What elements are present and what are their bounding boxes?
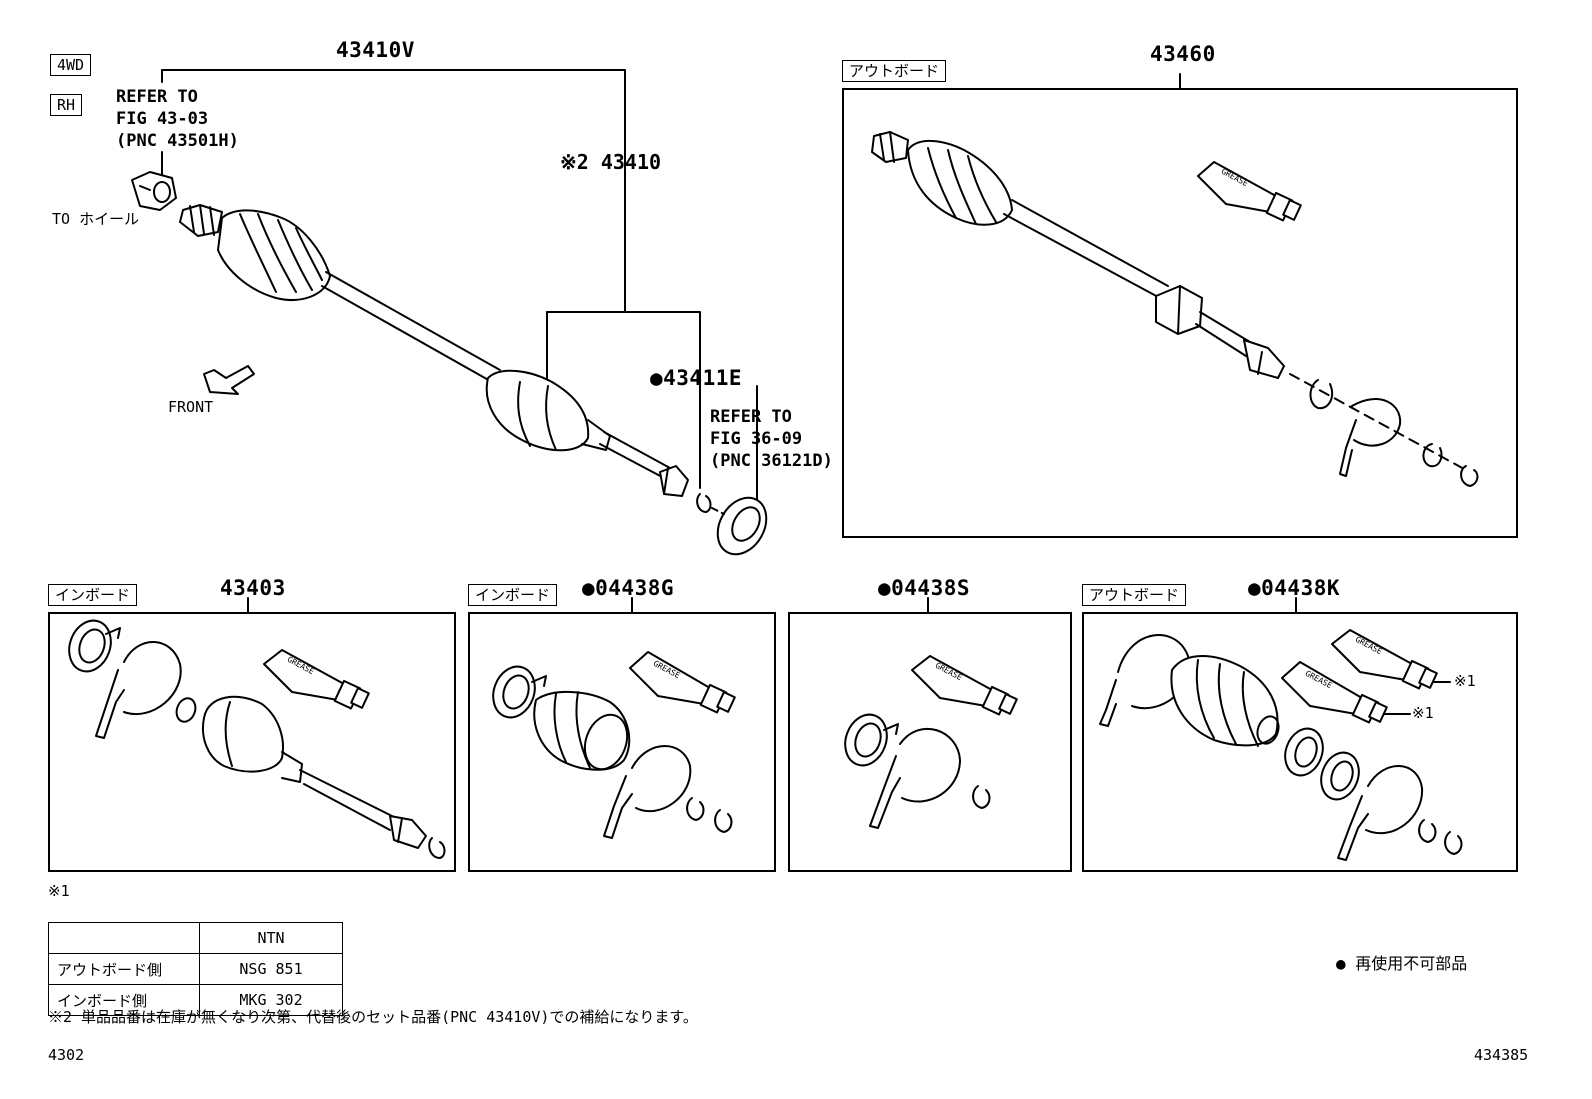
- footer-figure-number: 4302: [48, 1046, 85, 1064]
- ref-wheel-3: (PNC 43501H): [116, 131, 239, 151]
- ref-wheel-1: REFER TO: [116, 87, 198, 107]
- panel-outboard-assy: [842, 88, 1518, 538]
- pn-04438s: ●04438S: [878, 576, 971, 600]
- oil-seal: [711, 496, 768, 556]
- note-marker-k1: ※1: [1454, 672, 1476, 690]
- note-marker-k2: ※1: [1412, 704, 1434, 722]
- ntn-table-header: NTN: [199, 922, 343, 954]
- tag-inboard-1: インボード: [48, 584, 138, 606]
- panel-43403: [48, 612, 456, 872]
- panel-leaders: [247, 597, 1297, 613]
- grease-tube-s: [911, 655, 1018, 716]
- pn-43410v: 43410V: [336, 38, 415, 62]
- leader-lines-main: [161, 69, 1181, 507]
- front-arrow: [203, 365, 255, 395]
- grease-tube-g: [629, 651, 736, 714]
- boot-kit-g-drawing: [492, 665, 733, 839]
- note-marker-table: ※1: [48, 882, 70, 900]
- pn-43410: ※2 43410: [560, 150, 662, 174]
- ref-seal-1: REFER TO: [710, 407, 792, 427]
- tag-outboard-assy: アウトボード: [842, 60, 947, 82]
- label-front: FRONT: [168, 398, 214, 416]
- panel-04438g: [468, 612, 776, 872]
- ref-seal-2: FIG 36-09: [710, 429, 803, 449]
- grease-tube-k-2: [1281, 661, 1411, 724]
- ntn-row-inboard-value: MKG 302: [199, 984, 343, 1016]
- ntn-row-outboard-value: NSG 851: [199, 953, 343, 985]
- ntn-table-corner: [48, 922, 200, 954]
- grease-tube-k-1: [1331, 629, 1451, 690]
- grease-tube-43403: [263, 649, 370, 710]
- ref-wheel-2: FIG 43-03: [116, 109, 209, 129]
- panel-04438s: [788, 612, 1072, 872]
- ntn-row-outboard-label: アウトボード側: [48, 953, 200, 985]
- boot-kit-s-drawing: [844, 713, 991, 829]
- panel-04438k: [1082, 612, 1518, 872]
- snap-ring-main: [696, 493, 712, 513]
- boot-kit-k-drawing: [1099, 634, 1463, 861]
- pn-04438k: ●04438K: [1248, 576, 1341, 600]
- pn-04438g: ●04438G: [582, 576, 675, 600]
- ref-seal-3: (PNC 36121D): [710, 451, 833, 471]
- label-to-wheel: TO ホイール: [52, 210, 140, 228]
- main-drive-shaft: [179, 204, 689, 497]
- hub-nut: [131, 171, 177, 211]
- tag-outboard-2: アウトボード: [1082, 584, 1187, 606]
- badge-4wd: 4WD: [50, 54, 92, 76]
- ntn-row-inboard-label: インボード側: [48, 984, 200, 1016]
- legend-non-reusable: ● 再使用不可部品: [1336, 954, 1468, 973]
- grease-tube-outboard: [1197, 161, 1302, 222]
- pn-43460: 43460: [1150, 42, 1216, 66]
- ntn-table: NTN アウトボード側 NSG 851 インボード側 MKG 302: [48, 922, 343, 1016]
- footer-illustration-number: 434385: [1474, 1046, 1529, 1064]
- footnote-2: ※2 単品品番は在庫が無くなり次第、代替後のセット品番(PNC 43410V)で…: [48, 1008, 698, 1026]
- pn-43403: 43403: [220, 576, 286, 600]
- outboard-assy-drawing: [871, 131, 1479, 487]
- badge-rh: RH: [50, 94, 83, 116]
- pn-43411e: ●43411E: [650, 366, 743, 390]
- tag-inboard-2: インボード: [468, 584, 558, 606]
- inboard-joint-drawing: [68, 619, 446, 859]
